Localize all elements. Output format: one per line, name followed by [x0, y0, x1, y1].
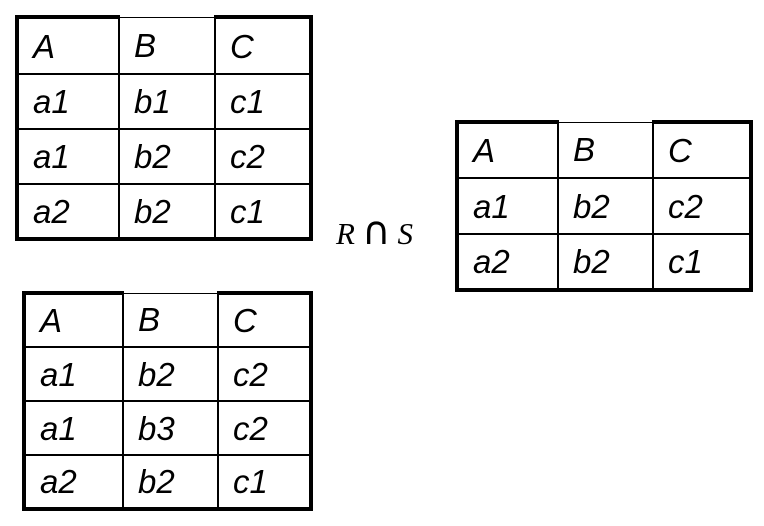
cell: b1	[118, 73, 216, 130]
cell: c1	[217, 454, 313, 511]
header-cell-b: B	[118, 16, 216, 75]
cell: a1	[15, 73, 120, 130]
cell: c1	[214, 183, 313, 241]
cell: b2	[118, 183, 216, 241]
cell: a1	[455, 177, 559, 235]
cell: b2	[557, 233, 654, 292]
header-cell-c: C	[652, 120, 753, 179]
table-row: a2 b2 c1	[22, 454, 313, 511]
cell: a1	[22, 346, 124, 402]
header-cell-b: B	[122, 292, 219, 348]
relation-r-table: A B C a1 b1 c1 a1 b2 c2 a2 b2 c1	[15, 15, 313, 241]
header-cell-c: C	[214, 15, 313, 75]
table-row: a2 b2 c1	[455, 233, 753, 292]
cell: b2	[122, 454, 219, 511]
header-cell-c: C	[217, 291, 313, 348]
cell: a2	[455, 233, 559, 292]
cell: c1	[214, 73, 313, 130]
intersection-icon: ∩	[361, 209, 391, 254]
cell: c2	[217, 400, 313, 456]
table-row: a1 b2 c2	[455, 177, 753, 235]
cell: c2	[652, 177, 753, 235]
header-row: A B C	[22, 291, 313, 348]
cell: b3	[122, 400, 219, 456]
header-row: A B C	[15, 15, 313, 75]
header-cell-a: A	[455, 120, 559, 179]
cell: a2	[22, 454, 124, 511]
cell: a2	[15, 183, 120, 241]
header-cell-a: A	[15, 15, 120, 75]
cell: b2	[118, 128, 216, 185]
intersection-result-table: A B C a1 b2 c2 a2 b2 c1	[455, 120, 753, 292]
table-row: a2 b2 c1	[15, 183, 313, 241]
left-operand-label: R	[336, 216, 355, 251]
table-row: a1 b3 c2	[22, 400, 313, 456]
header-cell-b: B	[557, 121, 654, 179]
cell: b2	[122, 346, 219, 402]
cell: b2	[557, 177, 654, 235]
header-row: A B C	[455, 120, 753, 179]
relation-s-table: A B C a1 b2 c2 a1 b3 c2 a2 b2 c1	[22, 291, 313, 511]
table-row: a1 b2 c2	[15, 128, 313, 185]
table-row: a1 b1 c1	[15, 73, 313, 130]
cell: c2	[214, 128, 313, 185]
cell: c2	[217, 346, 313, 402]
right-operand-label: S	[397, 216, 413, 251]
header-cell-a: A	[22, 291, 124, 348]
operator-label: R ∩ S	[336, 212, 413, 256]
cell: c1	[652, 233, 753, 292]
cell: a1	[15, 128, 120, 185]
cell: a1	[22, 400, 124, 456]
table-row: a1 b2 c2	[22, 346, 313, 402]
